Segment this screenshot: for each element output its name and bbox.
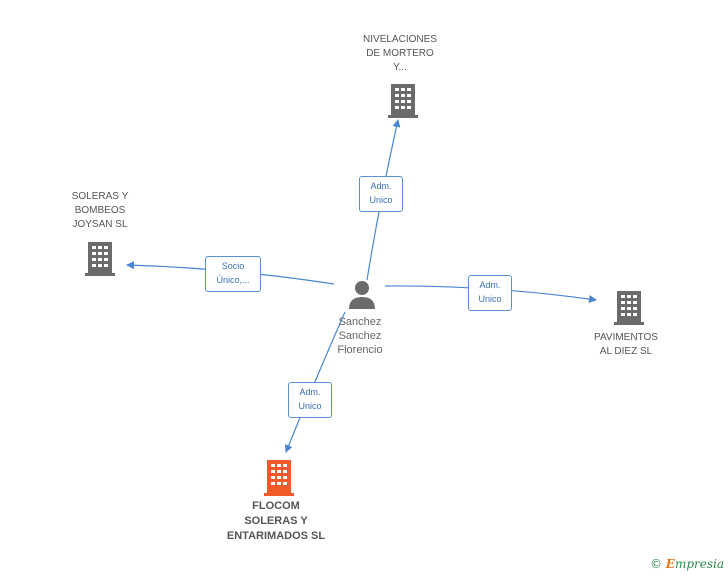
edge-to-flocom: [284, 311, 346, 453]
company-label-pavimentos[interactable]: PAVIMENTOS AL DIEZ SL: [594, 332, 658, 357]
company-label-nivelaciones[interactable]: NIVELACIONES DE MORTERO Y...: [363, 34, 437, 73]
building-icon[interactable]: [388, 84, 418, 118]
company-label-soleras-bombeos[interactable]: SOLERAS Y BOMBEOS JOYSAN SL: [71, 191, 129, 230]
person-icon[interactable]: [347, 279, 377, 309]
brand-logo-text: mpresia: [674, 557, 724, 571]
company-label-flocom[interactable]: FLOCOM SOLERAS Y ENTARIMADOS SL: [226, 500, 326, 542]
main-building-icon[interactable]: [264, 460, 294, 496]
copyright-symbol: ©: [649, 557, 662, 571]
relation-tag-soleras-bombeos[interactable]: Socio Único,...: [205, 256, 261, 292]
relation-tag-flocom[interactable]: Adm. Unico: [288, 382, 332, 418]
person-name-label[interactable]: Sanchez Sanchez Florencio: [337, 316, 383, 356]
brand-footer: © Empresia: [650, 557, 724, 571]
relation-tag-pavimentos[interactable]: Adm. Unico: [468, 275, 512, 311]
relation-tag-nivelaciones[interactable]: Adm. Unico: [359, 176, 403, 212]
building-icon[interactable]: [614, 291, 644, 325]
building-icon[interactable]: [85, 242, 115, 276]
brand-logo-initial: E: [665, 557, 675, 571]
